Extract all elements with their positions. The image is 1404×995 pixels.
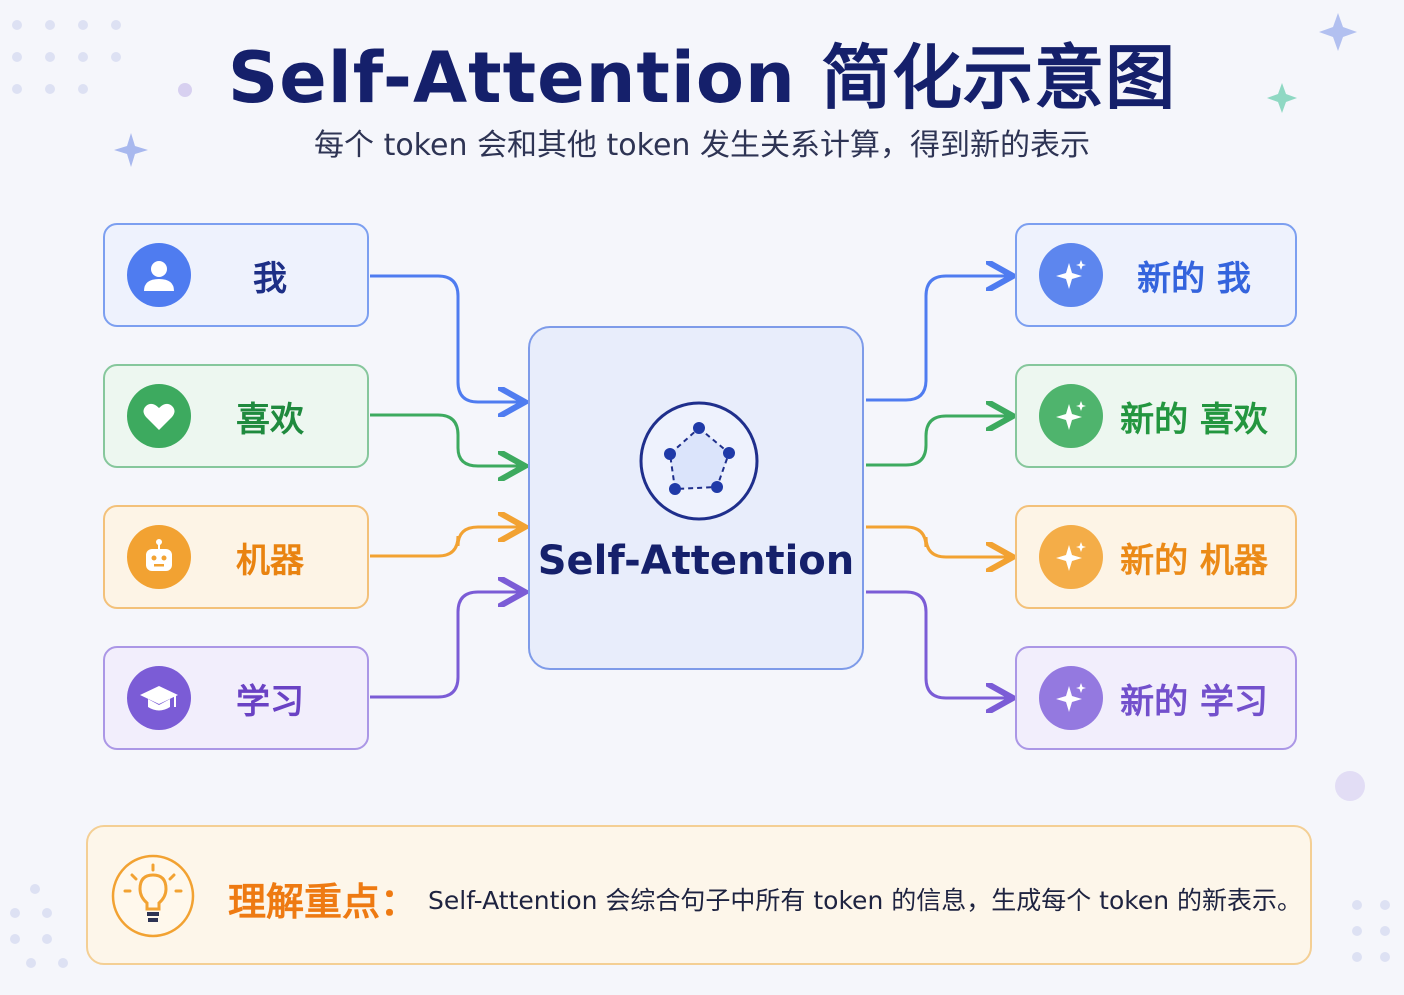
- output-token-1-label: 新的 我: [1137, 258, 1251, 299]
- input-token-3: 机器: [103, 505, 369, 609]
- robot-icon: [127, 525, 191, 589]
- output-token-4-label: 新的 学习: [1120, 681, 1268, 722]
- output-connector-1: [866, 276, 1010, 402]
- page-subtitle: 每个 token 会和其他 token 发生关系计算，得到新的表示: [314, 128, 1090, 163]
- input-connector-4: [370, 592, 522, 699]
- page-title: Self-Attention 简化示意图: [227, 37, 1177, 119]
- input-token-4-label: 学习: [236, 681, 304, 722]
- self-attention-block: Self-Attention: [528, 326, 864, 670]
- heart-icon: [127, 384, 191, 448]
- key-point-text: Self-Attention 会综合句子中所有 token 的信息，生成每个 t…: [428, 886, 1303, 915]
- input-connector-1: [370, 274, 522, 402]
- sparkle-icon: [1039, 525, 1103, 589]
- input-token-3-label: 机器: [236, 540, 304, 581]
- attention-network-icon: [639, 401, 759, 521]
- graduation-cap-icon: [127, 666, 191, 730]
- input-connector-3: [370, 527, 522, 558]
- sparkle-icon: [1039, 243, 1103, 307]
- output-connector-4: [866, 590, 1010, 698]
- key-point-callout: 理解重点： Self-Attention 会综合句子中所有 token 的信息，…: [86, 825, 1312, 965]
- output-token-4: 新的 学习: [1015, 646, 1297, 750]
- output-token-1: 新的 我: [1015, 223, 1297, 327]
- sparkle-icon: [1039, 384, 1103, 448]
- self-attention-label: Self-Attention: [537, 538, 855, 584]
- output-token-3-label: 新的 机器: [1120, 540, 1268, 581]
- input-token-4: 学习: [103, 646, 369, 750]
- input-token-2-label: 喜欢: [236, 399, 304, 440]
- output-connector-3: [866, 525, 1010, 557]
- output-token-2: 新的 喜欢: [1015, 364, 1297, 468]
- key-point-title: 理解重点：: [228, 880, 419, 924]
- lightbulb-icon: [111, 854, 195, 938]
- input-token-1: 我: [103, 223, 369, 327]
- user-icon: [127, 243, 191, 307]
- output-connector-2: [866, 416, 1010, 467]
- sparkle-icon: [1039, 666, 1103, 730]
- input-connector-2: [370, 413, 522, 466]
- input-token-2: 喜欢: [103, 364, 369, 468]
- output-token-3: 新的 机器: [1015, 505, 1297, 609]
- input-token-1-label: 我: [253, 258, 287, 299]
- output-token-2-label: 新的 喜欢: [1120, 399, 1268, 440]
